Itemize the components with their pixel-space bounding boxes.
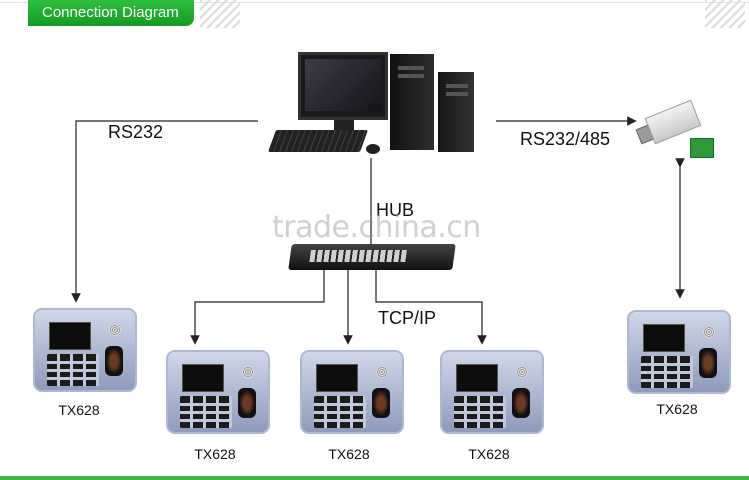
terminal-screen [316, 364, 358, 392]
hub-wire-1 [190, 270, 325, 345]
speaker-icon [109, 324, 121, 336]
keypad-icon [641, 356, 693, 388]
fingerprint-sensor-icon [372, 388, 390, 418]
label-rs232: RS232 [108, 122, 164, 142]
section-title: Connection Diagram [28, 0, 194, 26]
label-tcpip: TCP/IP [378, 308, 437, 328]
terminal-device-2 [166, 350, 270, 434]
terminal-block-icon [690, 138, 714, 158]
speaker-icon [242, 366, 254, 378]
computer-pc [267, 48, 492, 160]
pc-tower-secondary-icon [438, 72, 474, 152]
keypad-icon [314, 396, 366, 428]
speaker-icon [376, 366, 388, 378]
terminal-device-3 [300, 350, 404, 434]
speaker-icon [516, 366, 528, 378]
terminal-device-4 [440, 350, 544, 434]
hub-wire-3 [375, 270, 487, 345]
fingerprint-sensor-icon [512, 388, 530, 418]
terminal-screen [182, 364, 224, 392]
network-hub [288, 244, 456, 270]
keypad-icon [180, 396, 232, 428]
monitor-icon [298, 52, 388, 120]
rs232-wire [71, 120, 258, 303]
pc-tower-icon [390, 54, 434, 150]
device-label-2: TX628 [194, 446, 236, 462]
speaker-icon [703, 326, 715, 338]
fingerprint-sensor-icon [238, 388, 256, 418]
terminal-screen [49, 322, 91, 350]
terminal-device-5 [627, 310, 731, 394]
monitor-stand [334, 120, 354, 132]
header-corner-pattern [200, 0, 240, 28]
label-hub: HUB [376, 200, 415, 220]
hub-ports [309, 250, 407, 262]
header-divider [0, 2, 749, 3]
footer-divider [0, 476, 749, 480]
device-label-3: TX628 [328, 446, 370, 462]
terminal-device-1 [33, 308, 137, 392]
mouse-icon [366, 144, 380, 154]
fingerprint-sensor-icon [699, 348, 717, 378]
keypad-icon [47, 354, 99, 386]
terminal-screen [456, 364, 498, 392]
label-rs232-485: RS232/485 [520, 129, 611, 149]
device-label-1: TX628 [58, 402, 100, 418]
rs232-485-converter [635, 99, 716, 164]
device-label-5: TX628 [656, 401, 698, 417]
keypad-icon [454, 396, 506, 428]
terminal-screen [643, 324, 685, 352]
header-corner-pattern-right [705, 0, 745, 28]
watermark: trade.china.cn [272, 210, 481, 245]
device-label-4: TX628 [468, 446, 510, 462]
keyboard-icon [267, 130, 369, 152]
fingerprint-sensor-icon [105, 346, 123, 376]
